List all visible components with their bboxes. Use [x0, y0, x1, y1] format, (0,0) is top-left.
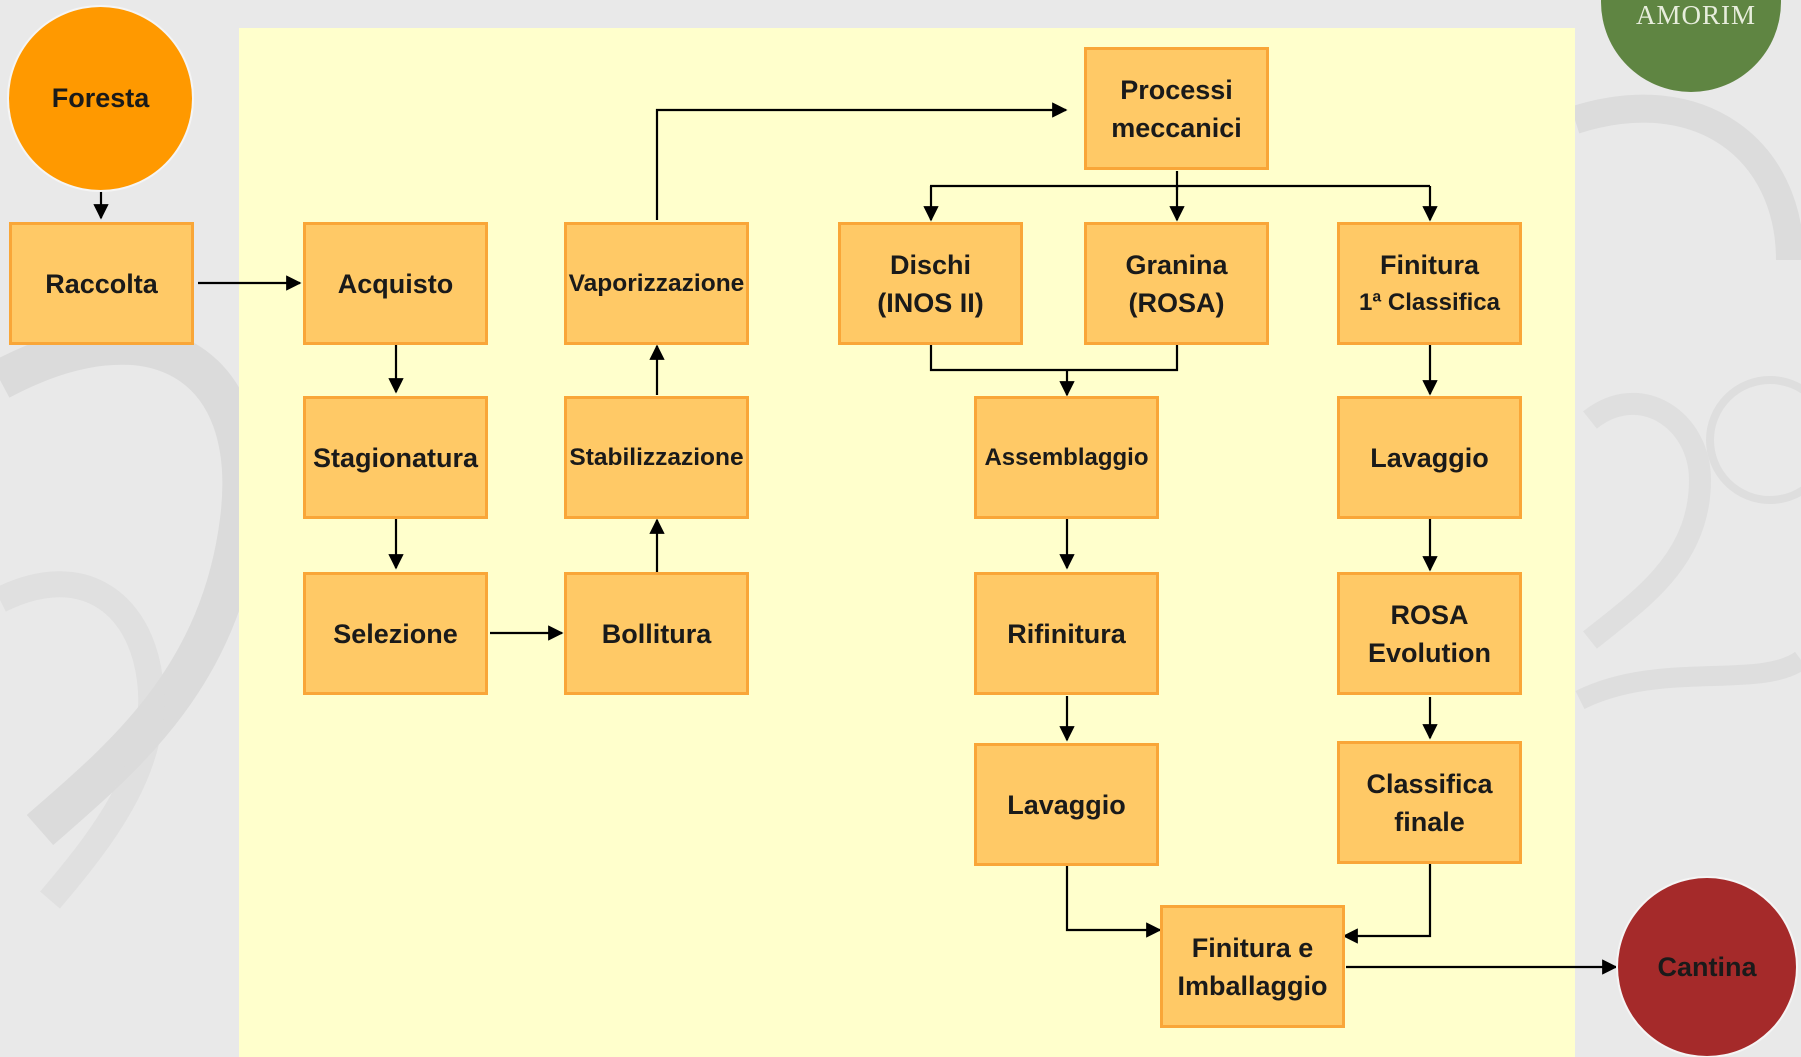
node-lavaggio-left: Lavaggio [974, 743, 1159, 866]
start-node-foresta: Foresta [9, 7, 192, 190]
node-raccolta: Raccolta [9, 222, 194, 345]
node-lavaggio-right-label: Lavaggio [1370, 442, 1489, 473]
node-dischi-line1: Dischi [889, 249, 972, 280]
node-raccolta-label: Raccolta [45, 268, 158, 299]
node-dischi: Dischi (INOS II) [838, 222, 1023, 345]
node-rosa-evolution-line2: Evolution [1368, 637, 1491, 668]
node-finitura1-line1: Finitura [1380, 249, 1479, 280]
node-lavaggio-right: Lavaggio [1337, 396, 1522, 519]
end-label: Cantina [1657, 951, 1757, 982]
node-granina: Granina (ROSA) [1084, 222, 1269, 345]
node-lavaggio-left-label: Lavaggio [1007, 789, 1126, 820]
node-selezione: Selezione [303, 572, 488, 695]
node-stagionatura-label: Stagionatura [312, 442, 479, 473]
node-classifica-finale-line1: Classifica [1366, 768, 1493, 799]
node-granina-line1: Granina [1125, 249, 1228, 280]
node-acquisto: Acquisto [303, 222, 488, 345]
node-finitura-prima-classifica: Finitura 1ª Classifica [1337, 222, 1522, 345]
node-dischi-line2: (INOS II) [877, 287, 984, 318]
node-vaporizzazione: Vaporizzazione [564, 222, 749, 345]
node-processi-meccanici: Processi meccanici [1084, 47, 1269, 170]
node-acquisto-label: Acquisto [337, 268, 454, 299]
node-processi-line2: meccanici [1111, 112, 1242, 143]
node-selezione-label: Selezione [333, 618, 458, 649]
node-finitura-imballaggio-line1: Finitura e [1191, 932, 1314, 963]
node-rifinitura: Rifinitura [974, 572, 1159, 695]
node-processi-line1: Processi [1120, 74, 1233, 105]
start-label: Foresta [51, 83, 150, 113]
node-vaporizzazione-label: Vaporizzazione [568, 269, 745, 297]
end-node-cantina: Cantina [1618, 878, 1796, 1056]
node-assemblaggio: Assemblaggio [974, 396, 1159, 519]
node-bollitura-label: Bollitura [601, 618, 712, 649]
node-finitura1-line2: 1ª Classifica [1359, 288, 1500, 316]
node-stagionatura: Stagionatura [303, 396, 488, 519]
node-bollitura: Bollitura [564, 572, 749, 695]
node-rifinitura-label: Rifinitura [1007, 618, 1126, 649]
node-classifica-finale: Classifica finale [1337, 741, 1522, 864]
node-classifica-finale-line2: finale [1394, 806, 1465, 837]
flow-panel [239, 28, 1575, 1057]
node-stabilizzazione: Stabilizzazione [564, 396, 749, 519]
node-finitura-imballaggio: Finitura e Imballaggio [1160, 905, 1345, 1028]
logo-text: AMORIM [1636, 0, 1757, 30]
node-finitura-imballaggio-line2: Imballaggio [1177, 970, 1328, 1001]
node-granina-line2: (ROSA) [1128, 287, 1225, 318]
node-assemblaggio-label: Assemblaggio [984, 443, 1149, 471]
node-stabilizzazione-label: Stabilizzazione [569, 443, 744, 471]
node-rosa-evolution-line1: ROSA [1390, 599, 1469, 630]
node-rosa-evolution: ROSA Evolution [1337, 572, 1522, 695]
